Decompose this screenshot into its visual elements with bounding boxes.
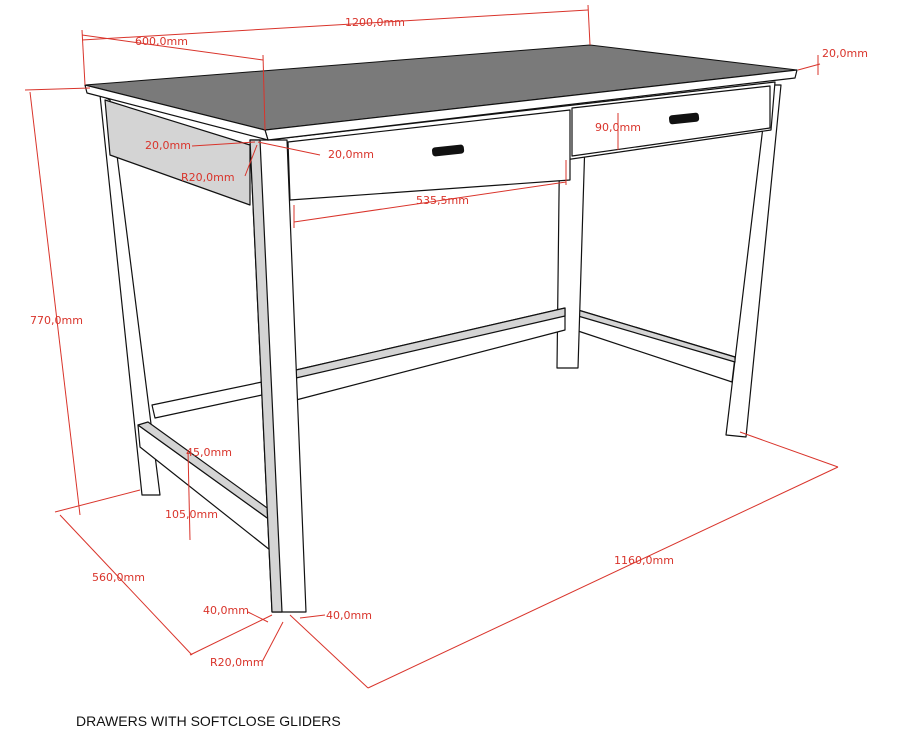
drawer-handle-left[interactable] xyxy=(431,144,465,157)
dim-apron-offset-b: 20,0mm xyxy=(328,148,374,161)
dimension-lines xyxy=(24,4,839,689)
tabletop-side-edge xyxy=(84,84,269,141)
caption: DRAWERS WITH SOFTCLOSE GLIDERS xyxy=(76,713,341,729)
drawer-handle-right[interactable] xyxy=(668,112,700,125)
dim-top-thickness: 20,0mm xyxy=(822,47,868,60)
dim-leg-depth-span: 560,0mm xyxy=(92,571,145,584)
dim-stretcher-height: 45,0mm xyxy=(186,446,232,459)
dim-apron-offset-a: 20,0mm xyxy=(145,139,191,152)
left-side-stretcher-top xyxy=(137,421,271,521)
drawer-front-left xyxy=(287,109,571,201)
back-right-leg xyxy=(725,84,782,438)
left-side-apron xyxy=(104,99,251,206)
front-left-leg-side xyxy=(249,139,283,613)
dim-height: 770,0mm xyxy=(30,314,83,327)
dim-drawer-width: 535,5mm xyxy=(416,194,469,207)
dim-leg-size-b: 40,0mm xyxy=(326,609,372,622)
dim-corner-radius: R20,0mm xyxy=(181,171,235,184)
dim-total-width: 1200,0mm xyxy=(345,16,405,29)
dim-drawer-height: 90,0mm xyxy=(595,121,641,134)
dim-depth-top: 600,0mm xyxy=(135,35,188,48)
dim-leg-radius: R20,0mm xyxy=(210,656,264,669)
back-left-stretcher xyxy=(151,381,263,419)
dim-stretcher-elevation: 105,0mm xyxy=(165,508,218,521)
dim-leg-size-a: 40,0mm xyxy=(203,604,249,617)
dim-leg-width-span: 1160,0mm xyxy=(614,554,674,567)
long-stretcher-top xyxy=(295,307,566,379)
